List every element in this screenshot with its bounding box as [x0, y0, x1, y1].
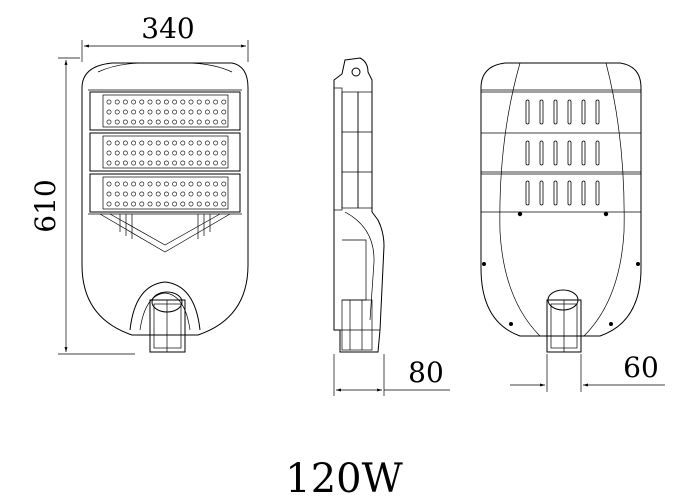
dimension-side-depth-label: 80 — [408, 356, 444, 389]
dimension-width: 340 — [81, 12, 249, 62]
dimension-height: 610 — [29, 57, 135, 355]
back-view — [480, 62, 642, 353]
front-view — [81, 62, 249, 353]
pole-clamp — [149, 291, 186, 353]
dimension-side-depth: 80 — [333, 354, 450, 396]
led-array — [106, 99, 227, 207]
led-module-2 — [89, 132, 241, 172]
dimension-height-label: 610 — [29, 179, 62, 232]
dimension-width-label: 340 — [141, 12, 194, 45]
dimension-mount-width-label: 60 — [623, 351, 659, 384]
led-module-1 — [89, 91, 241, 131]
back-pole-clamp — [546, 289, 582, 353]
dimension-mount-width: 60 — [510, 351, 665, 392]
side-view — [333, 57, 385, 353]
drawing-title: 120W — [285, 456, 402, 501]
heatsink-fins — [119, 214, 211, 239]
vent-slots — [525, 99, 600, 206]
led-module-3 — [89, 173, 241, 213]
